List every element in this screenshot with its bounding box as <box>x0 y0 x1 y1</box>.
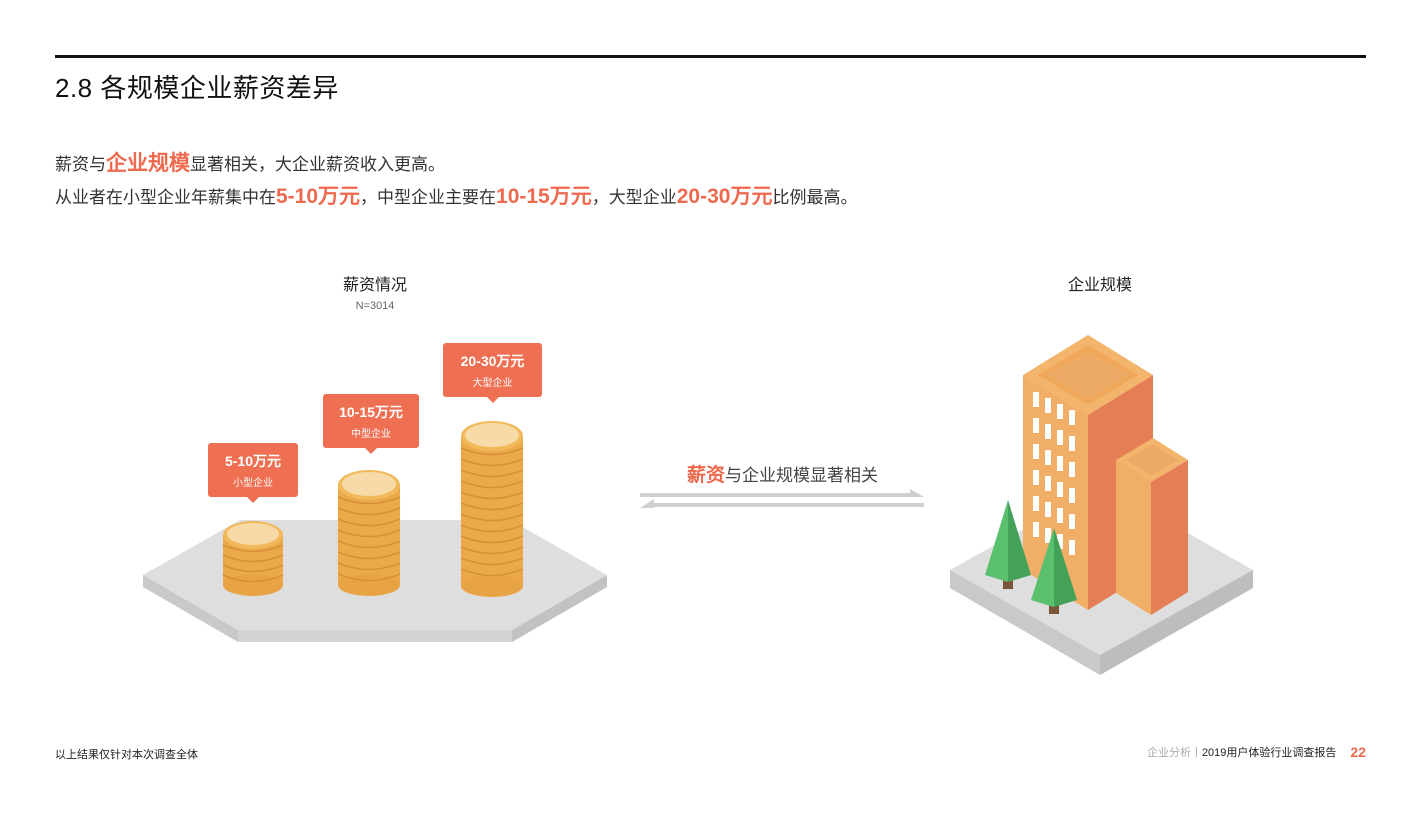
building-illustration <box>950 335 1253 675</box>
intro-line-1: 薪资与企业规模显著相关，大企业薪资收入更高。 <box>55 148 857 181</box>
salary-tag-amount: 5-10万元 <box>224 453 282 469</box>
intro-text-segment: 从业者在小型企业年薪集中在 <box>55 188 276 207</box>
salary-tag-medium: 10-15万元 中型企业 <box>323 394 419 454</box>
coin-stack-medium <box>337 470 401 596</box>
intro-text-segment: ，中型企业主要在 <box>360 188 497 207</box>
page-number: 22 <box>1350 744 1366 760</box>
sample-size: N=3014 <box>355 300 395 312</box>
tree-icon <box>1031 528 1077 614</box>
relation-label: 薪资与企业规模显著相关 <box>640 460 925 487</box>
highlight-large-salary: 20-30万元 <box>676 185 773 208</box>
footer-info: 企业分析 | 2019用户体验行业调查报告 22 <box>1147 744 1366 760</box>
coin-stack-large <box>460 421 524 597</box>
highlight-small-salary: 5-10万元 <box>276 185 361 208</box>
page-title: 2.8 各规模企业薪资差异 <box>55 73 339 103</box>
intro-text: 薪资与企业规模显著相关，大企业薪资收入更高。 从业者在小型企业年薪集中在5-10… <box>55 148 857 214</box>
intro-text-segment: 比例最高。 <box>772 188 858 207</box>
footer-section: 企业分析 <box>1147 747 1192 759</box>
footer-report-title: 2019用户体验行业调查报告 <box>1201 747 1337 759</box>
company-section-title: 企业规模 <box>1067 277 1132 294</box>
footer-separator: | <box>1195 746 1198 758</box>
top-rule <box>55 55 1366 58</box>
footer-note: 以上结果仅针对本次调查全体 <box>55 749 198 761</box>
salary-tag-amount: 10-15万元 <box>339 404 403 420</box>
coin-stack-small <box>222 521 284 596</box>
coin-platform-illustration <box>143 421 607 642</box>
highlight-medium-salary: 10-15万元 <box>496 185 592 208</box>
salary-tag-amount: 20-30万元 <box>460 353 525 369</box>
intro-text-segment: 显著相关，大企业薪资收入更高。 <box>190 155 445 174</box>
salary-tag-small: 5-10万元 小型企业 <box>208 443 298 503</box>
relation-highlight: 薪资 <box>686 465 725 486</box>
salary-tag-label: 小型企业 <box>233 478 273 489</box>
salary-tag-large: 20-30万元 大型企业 <box>443 343 542 403</box>
intro-line-2: 从业者在小型企业年薪集中在5-10万元，中型企业主要在10-15万元，大型企业2… <box>55 181 857 214</box>
intro-text-segment: 薪资与 <box>55 155 106 174</box>
salary-tag-label: 中型企业 <box>351 429 391 440</box>
intro-text-segment: ，大型企业 <box>591 188 677 207</box>
tree-icon <box>985 500 1031 589</box>
salary-section-title: 薪资情况 <box>342 277 407 294</box>
relation-text: 与企业规模显著相关 <box>725 466 878 485</box>
bidirectional-arrow-icon <box>640 489 924 508</box>
salary-tag-label: 大型企业 <box>472 378 513 389</box>
highlight-company-size: 企业规模 <box>106 152 190 175</box>
